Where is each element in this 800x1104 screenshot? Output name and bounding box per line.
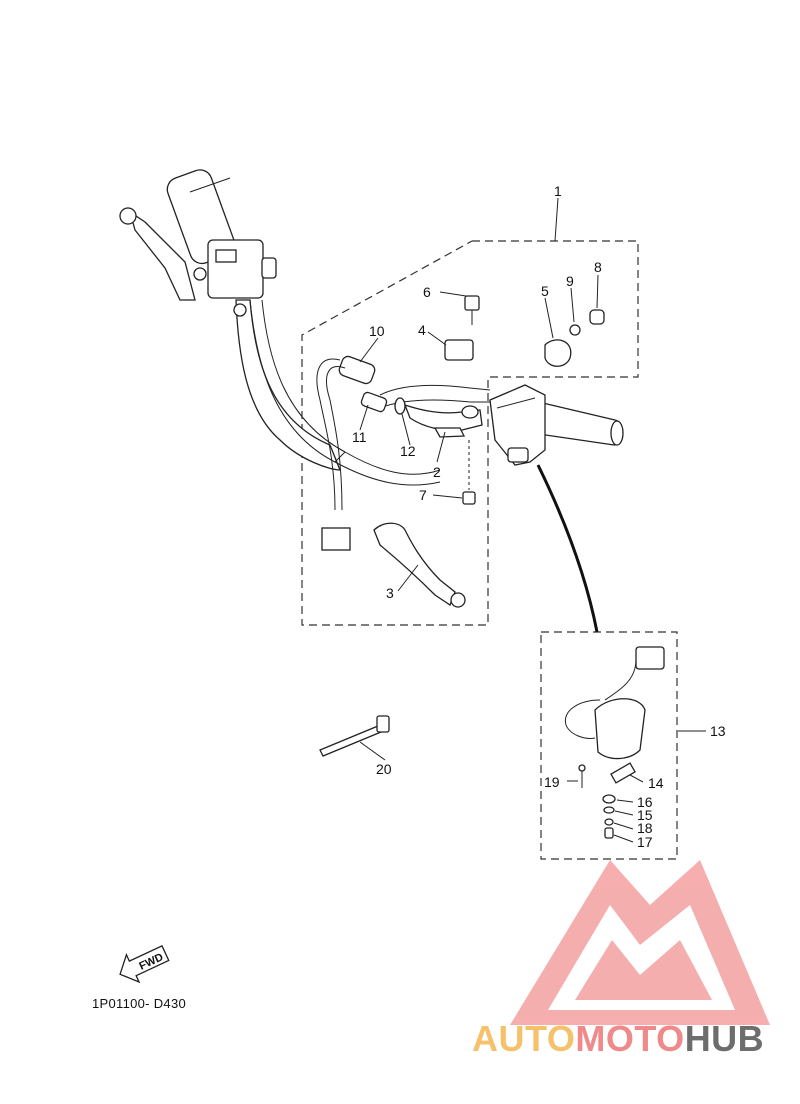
callout-18: 18 [637, 820, 653, 836]
part-10-switch [316, 355, 376, 551]
part-14-clip [610, 762, 636, 784]
watermark-hub: HUB [684, 1018, 765, 1059]
part-2-bracket [403, 403, 483, 438]
callout-15: 15 [637, 807, 653, 823]
left-grip-assembly [119, 169, 277, 317]
callout-20: 20 [376, 761, 392, 777]
drawing-code: 1P01100- D430 [92, 996, 187, 1011]
part-17-screw [604, 827, 614, 839]
part-7-nut [462, 491, 476, 505]
group-box-13 [540, 631, 678, 860]
part-16-nut [602, 794, 616, 804]
switch-cable [536, 464, 599, 633]
callout-5: 5 [541, 283, 549, 299]
callout-16: 16 [637, 794, 653, 810]
watermark-auto: AUTO [472, 1018, 576, 1059]
callout-8: 8 [594, 259, 602, 275]
part-8-screw [589, 309, 605, 325]
callout-11: 11 [352, 429, 367, 445]
part-15-washer [603, 806, 615, 814]
part-9-washer [569, 324, 581, 336]
callout-12: 12 [400, 443, 416, 459]
watermark-text: AUTOMOTOHUB [472, 1018, 764, 1060]
callout-labels: 1 6 4 5 9 8 10 11 12 2 7 3 13 20 19 14 1… [352, 183, 726, 850]
callout-1: 1 [554, 183, 562, 199]
part-19-screw [578, 764, 586, 772]
callout-6: 6 [423, 284, 431, 300]
watermark-logo [510, 860, 770, 1025]
part-3-lever [373, 522, 466, 608]
callout-2: 2 [433, 464, 441, 480]
part-13-switch-unit [564, 646, 665, 760]
watermark-moto: MOTO [575, 1018, 685, 1059]
callout-7: 7 [419, 487, 427, 503]
part-5-clamp [544, 339, 572, 367]
callout-13: 13 [710, 723, 726, 739]
part-12-ring [394, 397, 406, 415]
group-box-1 [301, 240, 639, 626]
callout-14: 14 [648, 775, 664, 791]
part-11-sensor [360, 391, 388, 413]
callout-19: 19 [544, 774, 560, 790]
callout-4: 4 [418, 322, 426, 338]
part-18-washer [604, 818, 614, 826]
callout-17: 17 [637, 834, 653, 850]
callout-10: 10 [369, 323, 385, 339]
leader-lines [359, 197, 706, 843]
fwd-label: FWD [137, 951, 165, 972]
right-grip-assembly [489, 384, 624, 466]
part-20-cable-tie [319, 715, 390, 757]
part-4-holder [444, 339, 474, 361]
handlebar [235, 299, 491, 486]
part-6-bolt [464, 295, 480, 325]
callout-9: 9 [566, 273, 574, 289]
callout-3: 3 [386, 585, 394, 601]
fwd-arrow-icon: FWD [119, 945, 170, 984]
